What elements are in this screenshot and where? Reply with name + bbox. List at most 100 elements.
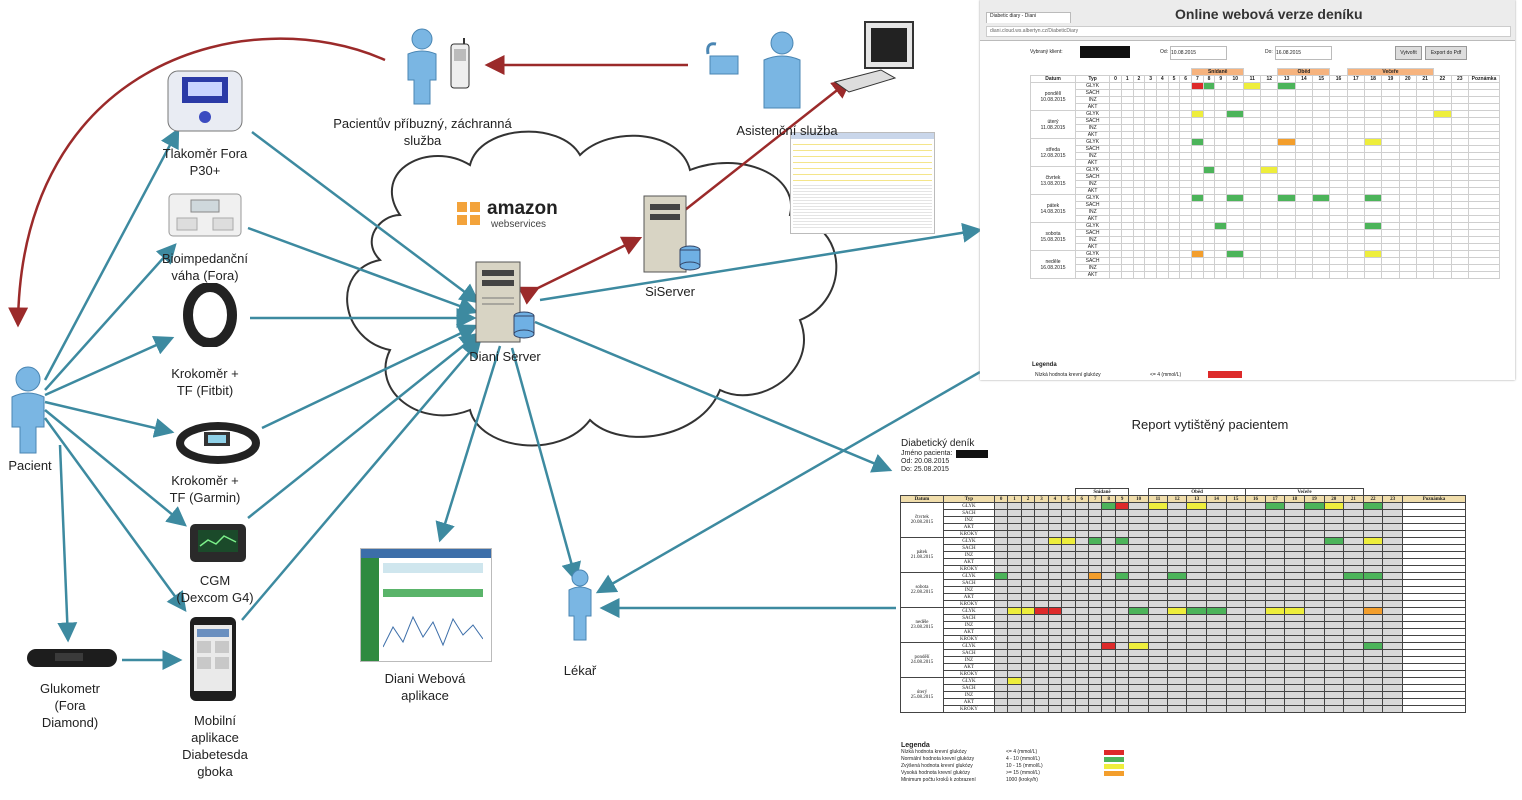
report-hour-cell [1074,677,1090,685]
report-hour-cell [1166,677,1188,685]
online-hour-cell [1329,159,1348,167]
filter-od-input[interactable]: 10.08.2015 [1170,46,1227,60]
report-type-cell: INZ [943,551,995,559]
online-note-cell [1468,264,1500,272]
report-hour-cell [1284,628,1305,636]
online-hour-cell [1381,124,1400,132]
online-hour-cell [1214,96,1228,104]
report-type-cell: AKT [943,628,995,636]
online-hour-cell [1120,194,1134,202]
online-hour-cell [1144,250,1157,258]
report-hour-cell [1147,509,1168,517]
online-hour-cell [1179,264,1192,272]
online-hour-cell [1346,271,1366,279]
report-hour-cell [1225,565,1247,573]
report-hour-cell [1323,523,1345,531]
browser-bar: Diabetic diary - Diani diani.cloud.ws.al… [980,0,1515,41]
report-hour-cell [1128,516,1149,524]
report-type-cell: INZ [943,691,995,699]
online-hour-cell [1294,271,1314,279]
report-hour-cell [1166,621,1188,629]
report-hour-cell [1166,565,1188,573]
online-hour-cell [1277,131,1296,139]
online-hour-cell [1294,243,1314,251]
report-hour-cell [1114,705,1130,713]
filter-od-label: Od: [1160,49,1169,55]
online-type-cell: SACH [1074,173,1111,181]
online-note-cell [1468,166,1500,174]
report-hour-cell [1061,502,1076,510]
report-hour-cell [993,691,1009,699]
export-button[interactable]: Export do Pdf [1425,46,1467,60]
report-type-cell: KROKY [943,600,995,608]
online-note-cell [1468,229,1500,237]
browser-tab[interactable]: Diabetic diary - Diani [986,12,1071,23]
online-note-cell [1468,215,1500,223]
online-hour-cell [1450,138,1470,146]
filter-do-input[interactable]: 16.08.2015 [1275,46,1332,60]
report-hour-cell [1034,530,1049,538]
online-hour-cell [1191,222,1204,230]
report-hour-cell [1147,670,1168,678]
online-hour-cell [1202,166,1216,174]
online-hour-cell [1415,138,1435,146]
scale-icon [168,193,242,237]
browser-url[interactable]: diani.cloud.ws.albertyn.cz/DiabeticDiary [986,26,1511,37]
filter-client-select[interactable] [1080,46,1130,58]
report-hour-cell [1343,635,1364,643]
siserver-icon [643,195,701,273]
report-hour-cell [1343,642,1364,650]
online-hour-cell [1191,236,1204,244]
report-hour-cell [1206,691,1227,699]
report-legend-swatch [1104,764,1124,769]
report-hour-cell [1362,523,1384,531]
online-hour-cell [1202,201,1216,209]
online-hour-cell [1415,103,1435,111]
report-hour-cell [1128,691,1149,699]
report-hour-cell [1020,600,1036,608]
online-hour-cell [1294,229,1314,237]
online-hour-cell [1109,152,1122,160]
online-hour-cell [1191,103,1204,111]
online-hour-cell [1260,236,1279,244]
online-hour-cell [1202,187,1216,195]
report-hour-cell [1074,523,1090,531]
report-hour-cell [1007,537,1022,545]
report-hour-cell [1101,558,1116,566]
zobrazit-button[interactable]: Vytvořit [1395,46,1422,60]
report-hour-cell [1343,677,1364,685]
report-type-cell: SACH [943,614,995,622]
online-hour-cell [1179,180,1192,188]
report-hour-cell [1061,530,1076,538]
online-hour-cell [1260,257,1279,265]
report-hour-cell [1114,628,1130,636]
online-meal-1: Oběd [1277,68,1331,76]
report-hour-cell [1147,544,1168,552]
report-hour-cell [1047,628,1063,636]
report-hour-cell [1047,621,1063,629]
online-hour-cell [1260,187,1279,195]
report-hour-cell [1264,691,1286,699]
report-hour-cell [1147,565,1168,573]
report-hour-cell [1362,614,1384,622]
online-hour-cell [1179,96,1192,104]
online-col-header: 10 [1226,75,1245,83]
report-hour-cell [1323,586,1345,594]
online-hour-cell [1381,264,1400,272]
online-hour-cell [1450,215,1470,223]
online-hour-cell [1214,180,1228,188]
online-hour-cell [1202,117,1216,125]
report-hour-cell [1206,670,1227,678]
online-hour-cell [1243,82,1262,90]
online-hour-cell [1132,138,1146,146]
report-hour-cell [1088,530,1103,538]
report-hour-cell [1245,530,1266,538]
online-hour-cell [1415,131,1435,139]
report-hour-cell [1074,621,1090,629]
online-hour-cell [1415,173,1435,181]
online-hour-cell [1167,138,1181,146]
report-hour-cell [1225,670,1247,678]
online-type-cell: AKT [1074,103,1111,111]
online-hour-cell [1214,89,1228,97]
